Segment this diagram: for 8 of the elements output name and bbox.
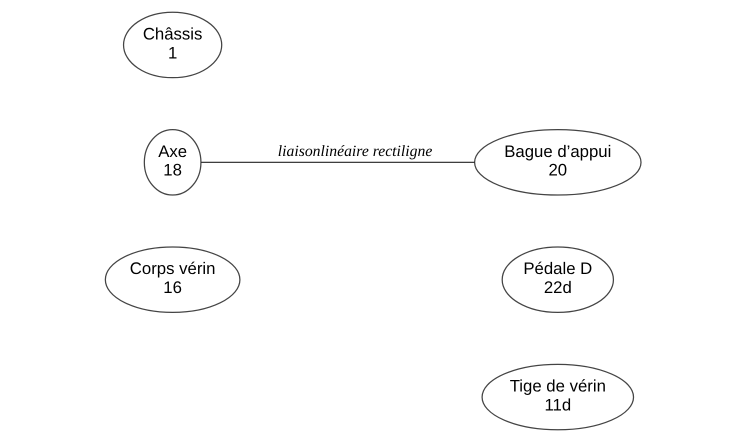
node-ellipse: Corps vérin 16 [104, 246, 240, 314]
node-ellipse: Tige de vérin 11d [480, 364, 634, 430]
node-ellipse: Pédale D 22d [501, 246, 614, 314]
node-ellipse: Axe 18 [143, 128, 202, 196]
node-ellipse: Châssis 1 [122, 12, 222, 78]
node-ellipse: Bague d’appui 20 [473, 128, 642, 196]
edge-label: liaisonlinéaire rectiligne [277, 143, 432, 160]
connector [200, 162, 474, 163]
